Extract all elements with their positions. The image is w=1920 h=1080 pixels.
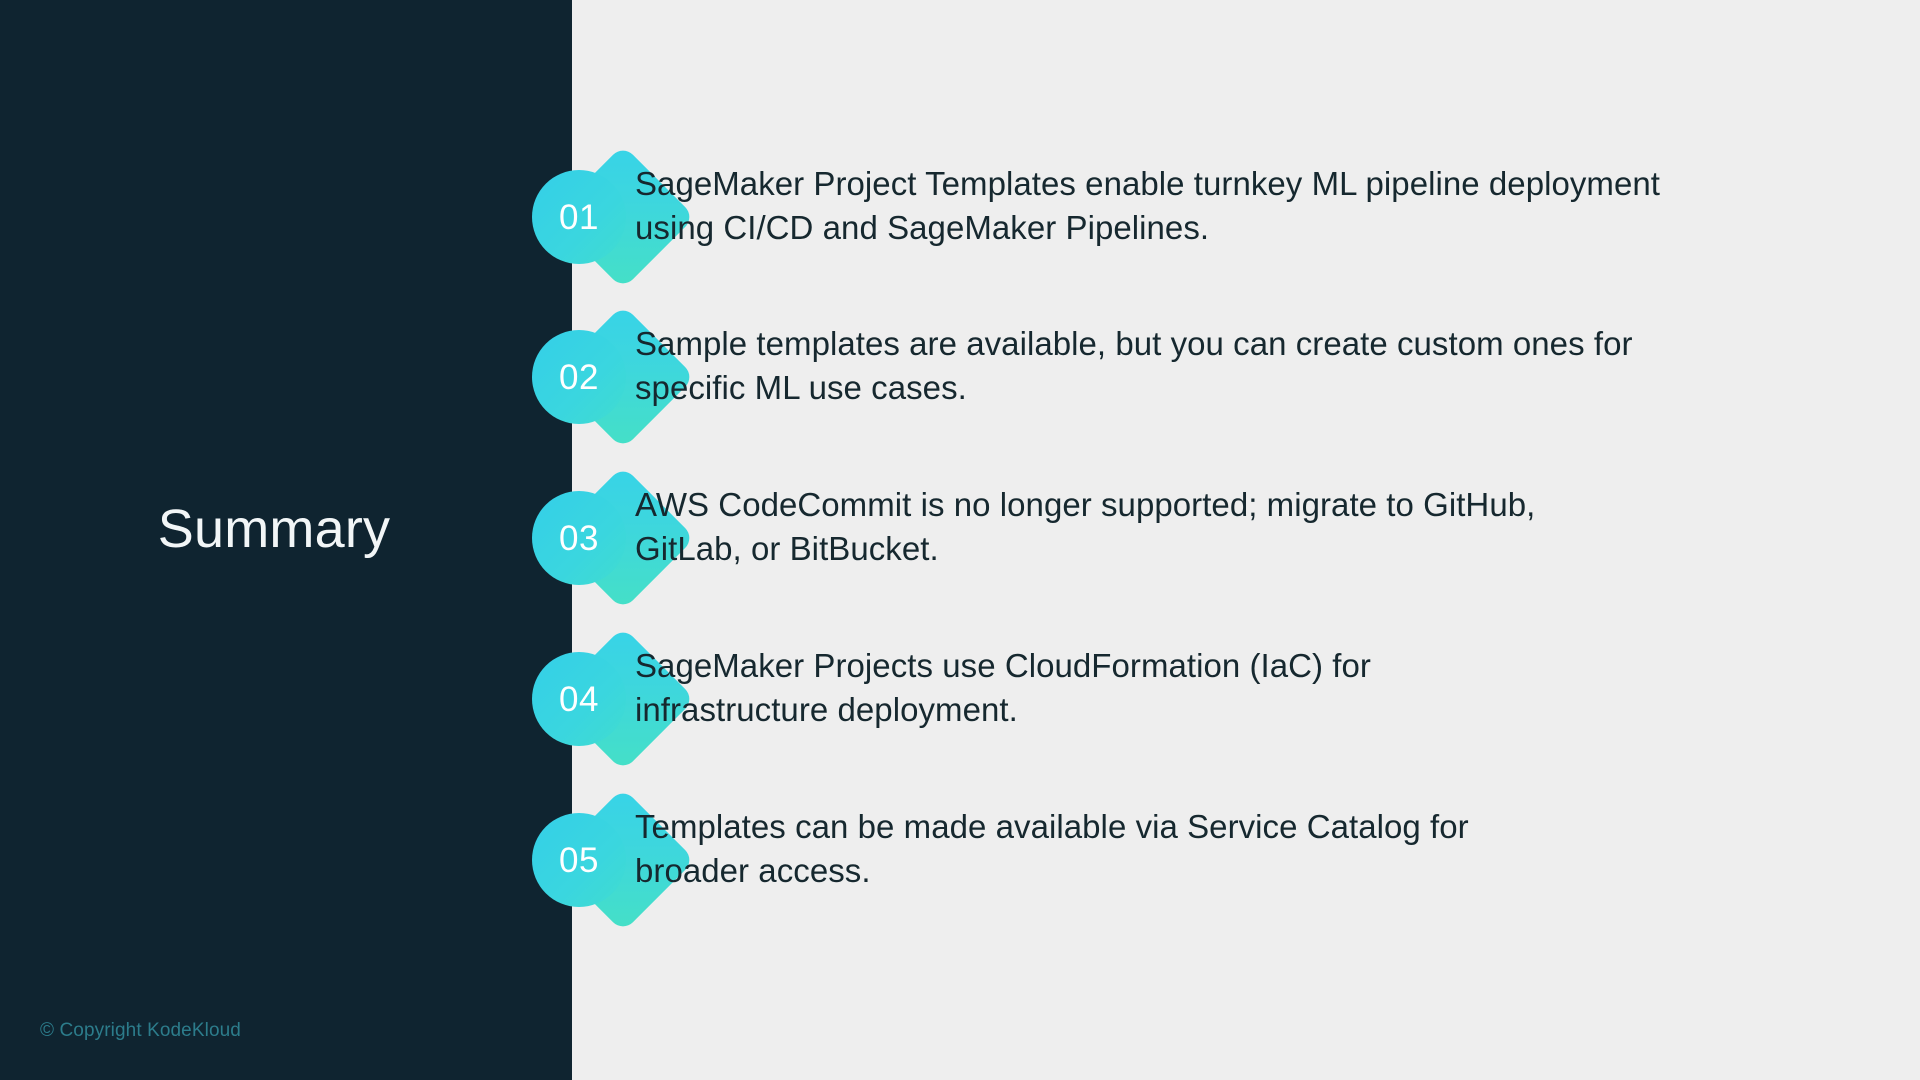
list-item: 01 SageMaker Project Templates enable tu…: [0, 144, 1920, 292]
badge-number: 04: [559, 679, 599, 719]
right-content-panel: [572, 0, 1920, 1080]
list-item: 05 Templates can be made available via S…: [0, 787, 1920, 935]
circle-shape-icon: [532, 170, 626, 264]
list-item-line: SageMaker Project Templates enable turnk…: [635, 165, 1660, 202]
badge-number: 02: [559, 357, 599, 397]
list-item-text: Sample templates are available, but you …: [635, 322, 1865, 410]
badge-number: 03: [559, 518, 599, 558]
list-item-line: Templates can be made available via Serv…: [635, 808, 1469, 845]
step-number-badge-05: 05: [532, 787, 696, 933]
list-item-line: SageMaker Projects use CloudFormation (I…: [635, 647, 1371, 684]
step-number-badge-04: 04: [532, 626, 696, 772]
list-item-line: infrastructure deployment.: [635, 690, 1018, 728]
list-item-text: SageMaker Project Templates enable turnk…: [635, 162, 1865, 250]
step-number-badge-03: 03: [532, 465, 696, 611]
list-item-line: Sample templates are available, but you …: [635, 325, 1633, 362]
list-item-text: SageMaker Projects use CloudFormation (I…: [635, 644, 1865, 732]
list-item-line: specific ML use cases.: [635, 368, 967, 406]
list-item-line: AWS CodeCommit is no longer supported; m…: [635, 486, 1536, 523]
left-dark-panel: Summary © Copyright KodeKloud: [0, 0, 572, 1080]
badge-number: 05: [559, 840, 599, 880]
list-item-line: broader access.: [635, 851, 871, 889]
step-number-badge-01: 01: [532, 144, 696, 290]
list-item-text: AWS CodeCommit is no longer supported; m…: [635, 483, 1865, 571]
circle-shape-icon: [532, 330, 626, 424]
circle-shape-icon: [532, 491, 626, 585]
copyright-notice: © Copyright KodeKloud: [40, 1020, 241, 1041]
list-item: 03 AWS CodeCommit is no longer supported…: [0, 465, 1920, 613]
list-item-line: GitLab, or BitBucket.: [635, 529, 939, 567]
list-item-line: using CI/CD and SageMaker Pipelines.: [635, 208, 1210, 246]
list-item: 04 SageMaker Projects use CloudFormation…: [0, 626, 1920, 774]
step-number-badge-02: 02: [532, 304, 696, 450]
list-item: 02 Sample templates are available, but y…: [0, 304, 1920, 452]
page-title: Summary: [157, 499, 391, 559]
list-item-text: Templates can be made available via Serv…: [635, 805, 1865, 893]
circle-shape-icon: [532, 813, 626, 907]
badge-number: 01: [559, 197, 599, 237]
circle-shape-icon: [532, 652, 626, 746]
